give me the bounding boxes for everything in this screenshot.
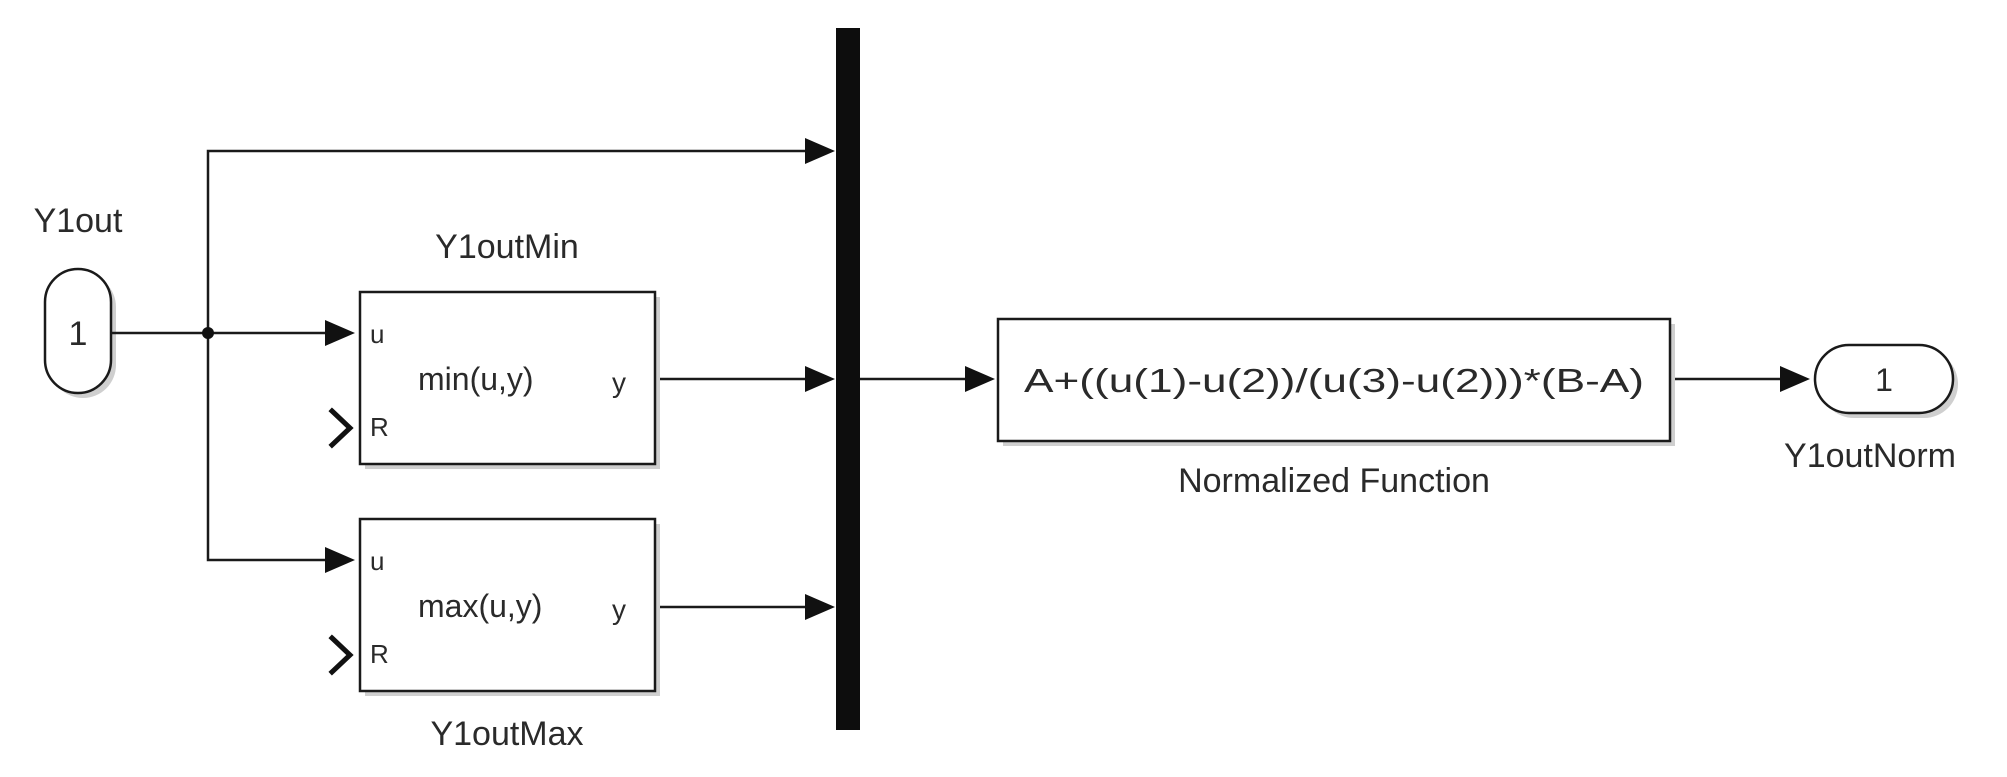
arrow-to-mux-top bbox=[805, 138, 835, 164]
inport-number: 1 bbox=[69, 315, 88, 353]
max-block-output-y: y bbox=[612, 594, 626, 625]
max-block-expression: max(u,y) bbox=[418, 588, 542, 624]
min-block-output-y: y bbox=[612, 367, 626, 398]
min-block-input-u: u bbox=[370, 319, 384, 349]
min-block-expression: min(u,y) bbox=[418, 361, 534, 397]
inport-block[interactable]: 1 bbox=[43, 267, 116, 398]
min-block-input-r: R bbox=[370, 412, 389, 442]
max-block-input-r: R bbox=[370, 639, 389, 669]
mux-block[interactable] bbox=[836, 28, 860, 730]
min-block-title: Y1outMin bbox=[435, 228, 579, 266]
arrow-to-min-block bbox=[325, 320, 355, 346]
arrow-to-mux-bottom bbox=[805, 594, 835, 620]
function-block[interactable]: A+((u(1)-u(2))/(u(3)-u(2)))*(B-A) bbox=[996, 317, 1675, 446]
max-block-input-u: u bbox=[370, 546, 384, 576]
outport-label: Y1outNorm bbox=[1784, 437, 1956, 475]
arrow-to-max-block bbox=[325, 547, 355, 573]
arrow-to-mux-middle bbox=[805, 366, 835, 392]
outport-number: 1 bbox=[1875, 362, 1893, 398]
outport-block[interactable]: 1 bbox=[1813, 343, 1958, 418]
max-block-title: Y1outMax bbox=[430, 715, 583, 753]
wires bbox=[111, 149, 1780, 609]
reset-port-marker bbox=[328, 634, 354, 676]
function-expression: A+((u(1)-u(2))/(u(3)-u(2)))*(B-A) bbox=[1024, 362, 1644, 399]
min-block[interactable]: u R min(u,y) y bbox=[328, 290, 660, 469]
inport-label: Y1out bbox=[34, 202, 123, 240]
branch-point bbox=[202, 327, 214, 339]
arrow-to-outport bbox=[1780, 366, 1810, 392]
arrow-to-function-block bbox=[965, 366, 995, 392]
function-block-name: Normalized Function bbox=[1178, 462, 1490, 500]
max-block[interactable]: u R max(u,y) y bbox=[328, 517, 660, 696]
reset-port-marker bbox=[328, 407, 354, 449]
